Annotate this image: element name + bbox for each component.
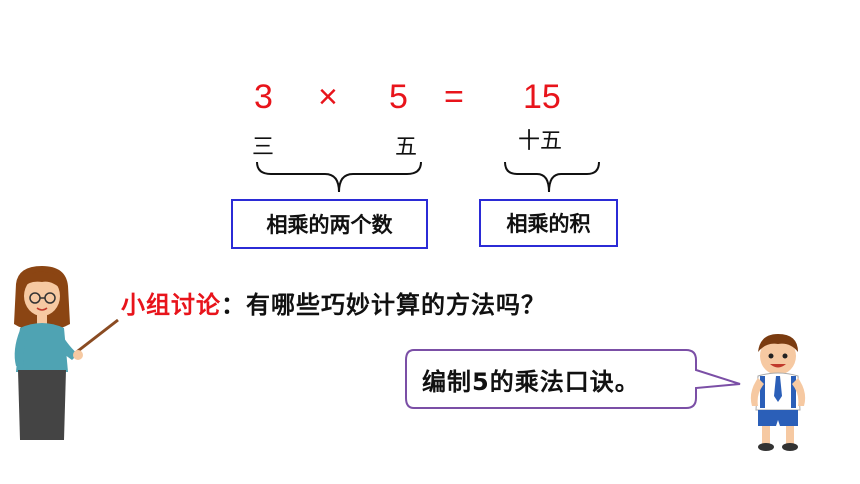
teacher-illustration bbox=[14, 266, 119, 440]
factor-1: 3 bbox=[254, 78, 273, 116]
factor-1-chinese: 三 bbox=[252, 135, 275, 160]
discussion-colon: ： bbox=[221, 291, 246, 319]
product-label: 相乘的积 bbox=[506, 212, 591, 236]
speech-bubble bbox=[405, 349, 741, 409]
product-chinese: 十五 bbox=[518, 129, 563, 154]
product-number: 15 bbox=[523, 78, 561, 116]
factors-label: 相乘的两个数 bbox=[266, 213, 393, 237]
factor-2: 5 bbox=[389, 78, 408, 116]
equals-sign: = bbox=[444, 78, 464, 116]
times-sign: × bbox=[318, 78, 338, 116]
factor-2-chinese: 五 bbox=[395, 135, 418, 160]
discussion-question: 有哪些巧妙计算的方法吗？ bbox=[246, 291, 546, 319]
boy-illustration bbox=[750, 334, 806, 451]
product-label-box: 相乘的积 bbox=[479, 199, 618, 247]
factors-brace bbox=[256, 161, 422, 193]
discussion-line: 小组讨论：有哪些巧妙计算的方法吗？ bbox=[121, 285, 546, 320]
speech-text: 编制5的乘法口诀。 bbox=[422, 368, 640, 396]
factors-label-box: 相乘的两个数 bbox=[231, 199, 428, 249]
discussion-title: 小组讨论 bbox=[121, 291, 221, 319]
product-brace bbox=[504, 161, 600, 193]
